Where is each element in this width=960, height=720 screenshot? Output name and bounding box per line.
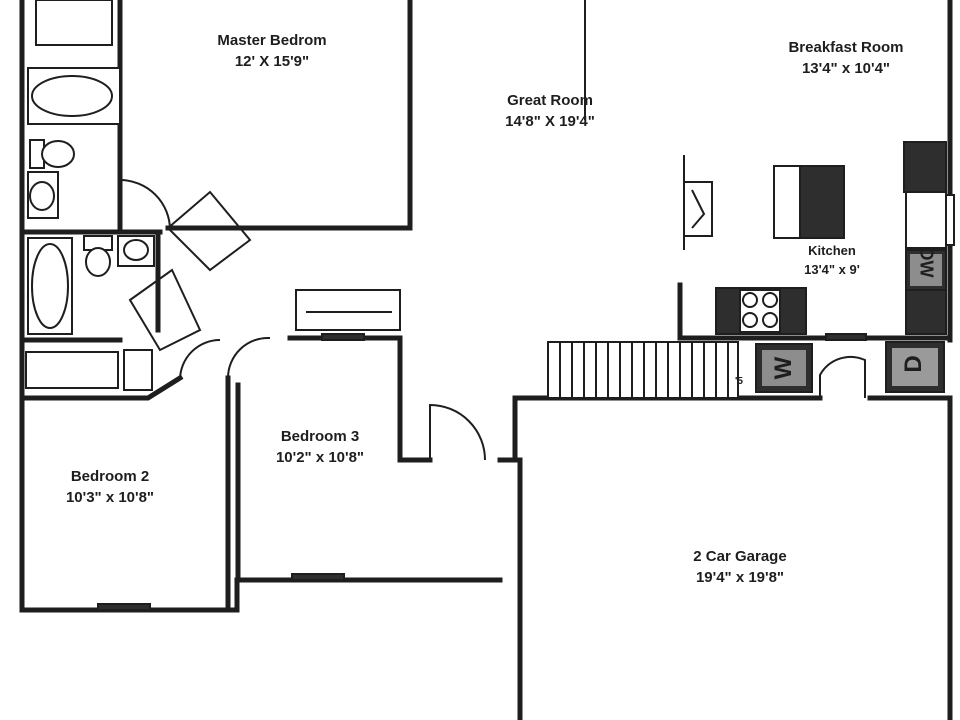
garage-name: 2 Car Garage — [693, 548, 787, 565]
kitchen-label: Kitchen 13'4" x 9' — [782, 241, 882, 279]
dishwasher-tag: DW — [916, 247, 937, 278]
bedroom-2-label: Bedroom 2 10'3" x 10'8" — [40, 466, 180, 508]
closet-fixture — [295, 289, 401, 331]
bedroom-2-name: Bedroom 2 — [70, 468, 150, 485]
kitchen-name: Kitchen — [808, 243, 856, 258]
breakfast-room-name: Breakfast Room — [788, 39, 904, 56]
breakfast-room-dims: 13'4" x 10'4" — [801, 60, 891, 77]
kitchen-dims: 13'4" x 9' — [804, 262, 860, 277]
hall-bath-fixtures — [25, 235, 155, 391]
great-room-name: Great Room — [507, 92, 593, 109]
bedroom-2-dims: 10'3" x 10'8" — [65, 489, 155, 506]
door-swings — [119, 179, 866, 461]
garage-dims: 19'4" x 19'8" — [695, 569, 785, 586]
master-bath-fixtures — [27, 0, 121, 219]
great-room-label: Great Room 14'8" X 19'4" — [470, 90, 630, 132]
stairs — [547, 341, 739, 399]
master-bedroom-label: Master Bedrom 12' X 15'9" — [192, 30, 352, 72]
breakfast-room-label: Breakfast Room 13'4" x 10'4" — [766, 37, 926, 79]
bedroom-3-label: Bedroom 3 10'2" x 10'8" — [250, 426, 390, 468]
laundry — [755, 249, 947, 393]
bedroom-3-name: Bedroom 3 — [280, 428, 360, 445]
washer-tag: W — [770, 356, 797, 380]
master-bedroom-name: Master Bedrom — [217, 32, 327, 49]
bedroom-3-dims: 10'2" x 10'8" — [275, 449, 365, 466]
garage-label: 2 Car Garage 19'4" x 19'8" — [660, 546, 820, 588]
master-bedroom-dims: 12' X 15'9" — [234, 53, 310, 70]
stair-mark: '5 — [735, 376, 743, 387]
fireplace — [683, 155, 713, 250]
dryer-tag: D — [900, 355, 927, 373]
great-room-dims: 14'8" X 19'4" — [505, 113, 595, 130]
kitchen-fixtures — [715, 141, 947, 335]
windows — [97, 194, 955, 611]
